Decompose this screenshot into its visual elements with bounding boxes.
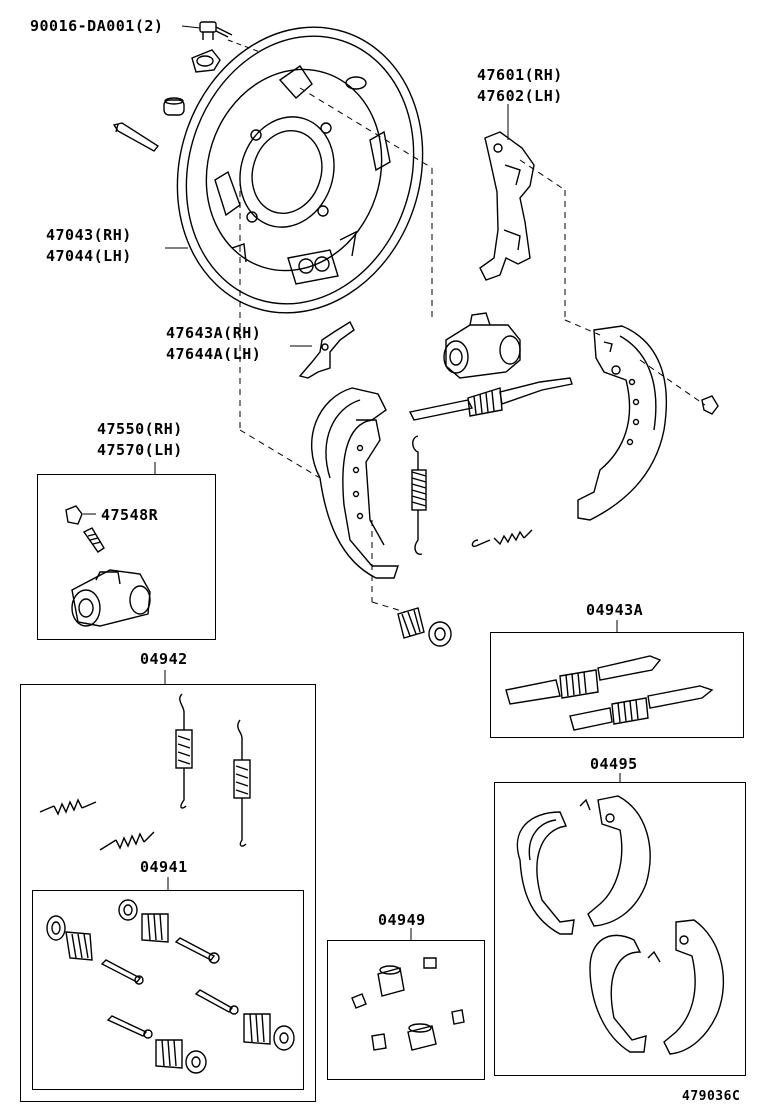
- dashed-alignment-lines: [239, 87, 706, 613]
- backing-plate: [176, 26, 424, 314]
- adjusting-spring: [471, 529, 533, 548]
- label-bleeder: 47548R: [101, 506, 159, 524]
- kit-04941-box: [32, 890, 304, 1090]
- label-strut-rh: 47643A(RH): [166, 324, 262, 342]
- grommet: [163, 97, 185, 116]
- label-kit-04942: 04942: [140, 650, 188, 668]
- wheel-cylinder-main: [443, 312, 521, 379]
- label-plate-rh: 47043(RH): [46, 226, 132, 244]
- adjuster-main: [408, 377, 573, 421]
- kit-04943a-box: [490, 632, 744, 738]
- kit-04943a-adjusters: [505, 655, 714, 731]
- wheel-cylinder-box: [71, 569, 151, 627]
- label-strut-lh: 47644A(LH): [166, 345, 262, 363]
- brake-shoe-right: [577, 325, 668, 521]
- label-cylinder-lh: 47570(LH): [97, 441, 183, 459]
- label-cylinder-rh: 47550(RH): [97, 420, 183, 438]
- label-kit-04941: 04941: [140, 858, 188, 876]
- label-bolt: 90016-DA001(2): [30, 17, 164, 35]
- return-spring-vertical: [411, 435, 427, 555]
- plug: [191, 49, 221, 73]
- label-kit-04495: 04495: [590, 755, 638, 773]
- parking-strut: [298, 320, 355, 379]
- wheel-cylinder-kit-box: [37, 474, 216, 640]
- hold-down-spring: [397, 607, 452, 647]
- label-kit-04949: 04949: [378, 911, 426, 929]
- kit-04495-box: [494, 782, 746, 1076]
- label-retainer-rh: 47601(RH): [477, 66, 563, 84]
- kit-04941-parts: [46, 899, 295, 1074]
- label-plate-lh: 47044(LH): [46, 247, 132, 265]
- hold-down-pin: [112, 122, 160, 152]
- leader-lines: [83, 25, 621, 940]
- label-retainer-lh: 47602(LH): [477, 87, 563, 105]
- bleeder-screw: [82, 527, 105, 553]
- diagram-reference-code: 479036C: [682, 1089, 741, 1104]
- kit-04942-box: [20, 684, 316, 1102]
- shoe-retainer: [479, 131, 535, 281]
- bleeder-plug: [65, 505, 83, 525]
- adjuster-clip: [701, 395, 719, 415]
- label-kit-04943a: 04943A: [586, 601, 644, 619]
- brake-shoe-left: [311, 387, 399, 579]
- kit-04949-parts: [351, 957, 465, 1051]
- kit-04942-springs: [39, 693, 251, 851]
- bolt-90016: [199, 21, 233, 40]
- kit-04495-shoes: [516, 795, 725, 1055]
- kit-04949-box: [327, 940, 485, 1080]
